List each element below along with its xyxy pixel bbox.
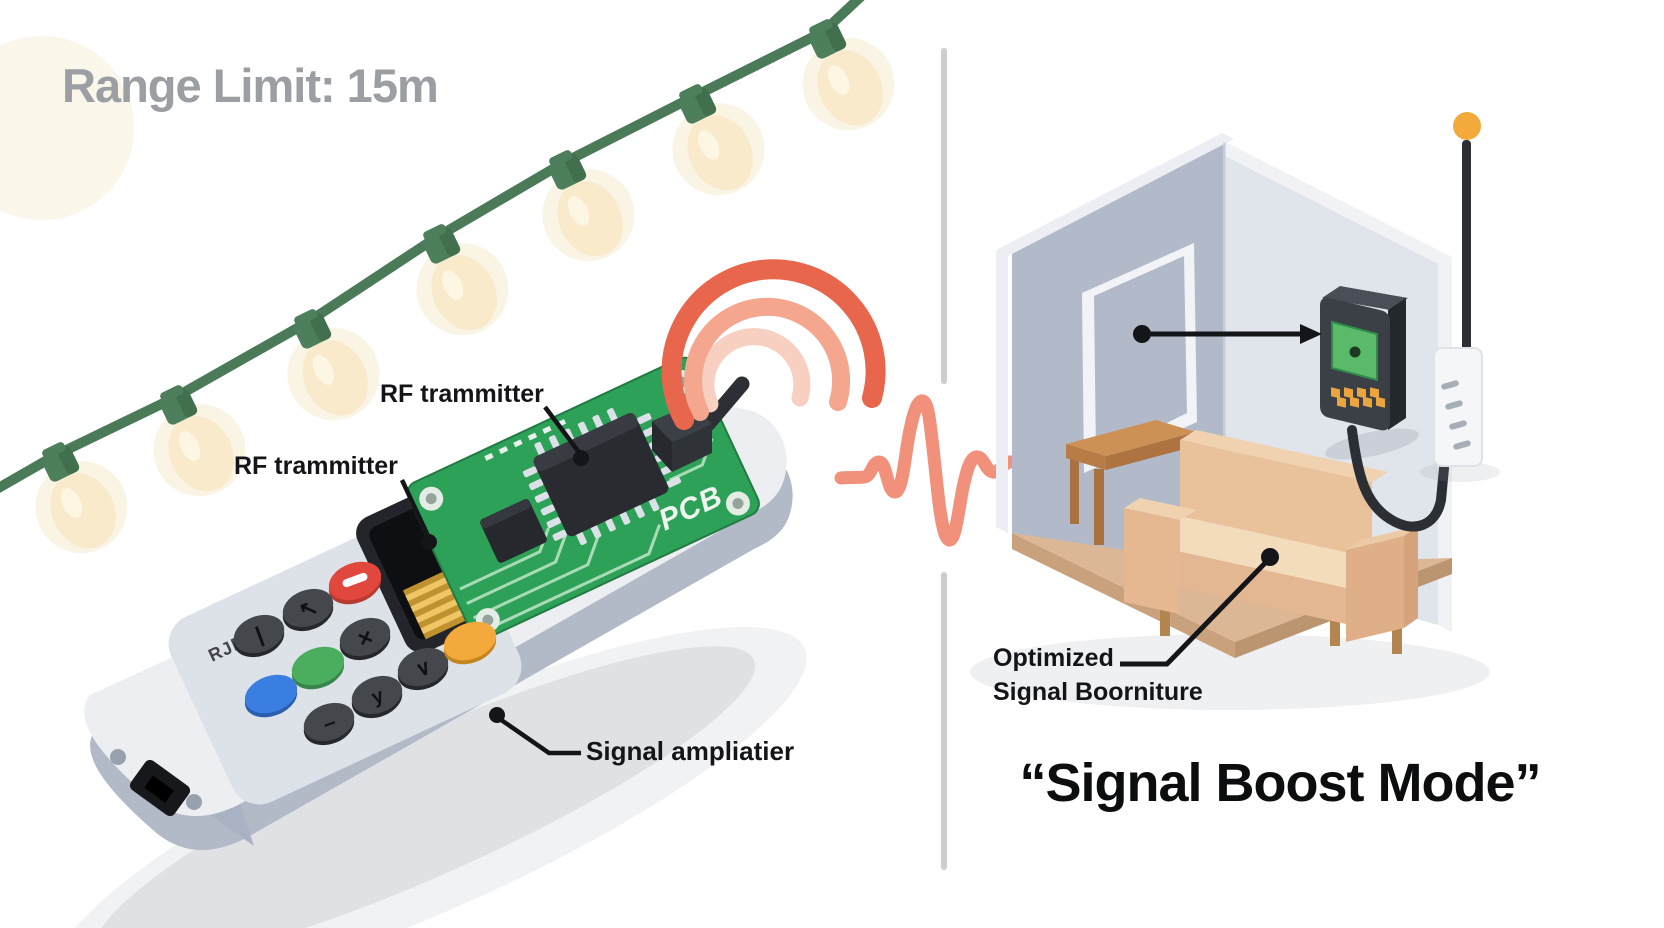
side-table xyxy=(1066,420,1196,545)
optimized-label-line2: Signal Boorniture xyxy=(993,678,1203,706)
pcb-traces xyxy=(459,437,714,634)
wifi-signal-icon xyxy=(661,259,886,430)
wall-edge-strip xyxy=(996,250,1008,533)
signal-wave-icon xyxy=(834,394,1033,547)
screw-dot xyxy=(186,794,202,810)
wall-edge-strip xyxy=(996,133,1234,256)
string-light-bulb xyxy=(802,19,895,131)
bulb-glow xyxy=(0,36,134,220)
screw-dot xyxy=(110,749,126,765)
wall-edge-strip xyxy=(1225,142,1438,264)
signal-boost-mode-caption: “Signal Boost Mode” xyxy=(1019,753,1542,813)
string-light-bulb xyxy=(153,385,246,497)
rf-transmitter-label-top: RF trammitter xyxy=(380,380,544,408)
y-button xyxy=(351,675,403,715)
signal-amplifier-label: Signal ampliatier xyxy=(586,736,795,766)
wall-corner-line xyxy=(1223,142,1226,565)
device-keypad xyxy=(1331,387,1385,408)
string-lights xyxy=(0,0,895,554)
pipe-button xyxy=(233,614,285,654)
rf-transmitter-label-side: RF trammitter xyxy=(234,452,398,480)
option-button xyxy=(443,621,497,661)
antenna-ball xyxy=(1453,112,1481,140)
panel-divider xyxy=(941,48,947,870)
down-button xyxy=(397,647,449,687)
optimized-label-line1: Optimized xyxy=(993,644,1114,672)
string-light-bulb xyxy=(35,442,128,554)
main-chip xyxy=(522,408,682,546)
wall-frame xyxy=(1082,243,1197,473)
couch-callout-leader xyxy=(1120,548,1279,667)
device-arrow xyxy=(1133,324,1322,344)
string-light-bulb xyxy=(416,224,509,336)
callout-leaders xyxy=(399,405,589,756)
device-cable xyxy=(1347,425,1449,532)
remote-buttons: ↖ | × ∨ y – xyxy=(233,561,497,746)
string-light-bulb xyxy=(542,150,635,262)
select-button xyxy=(244,674,298,714)
close-button xyxy=(339,617,391,657)
ok-button xyxy=(291,646,345,686)
range-limit-heading: Range Limit: 15m xyxy=(62,59,439,112)
back-button xyxy=(282,588,334,628)
button-glyph: ∨ xyxy=(413,656,434,682)
screen-dot xyxy=(1349,346,1361,358)
string-light-bulb xyxy=(287,309,380,421)
usb-port xyxy=(129,759,191,817)
signal-booster-device xyxy=(1320,286,1408,431)
minus-button xyxy=(303,702,355,742)
remote-control: RJD xyxy=(53,356,807,928)
antenna-rod xyxy=(1462,140,1471,355)
string-light-bulb xyxy=(672,84,765,196)
antenna-box xyxy=(1433,347,1483,467)
external-antenna xyxy=(1420,112,1500,482)
room-scene xyxy=(970,112,1500,710)
floor-edge xyxy=(1012,533,1235,658)
power-dash xyxy=(342,572,368,588)
